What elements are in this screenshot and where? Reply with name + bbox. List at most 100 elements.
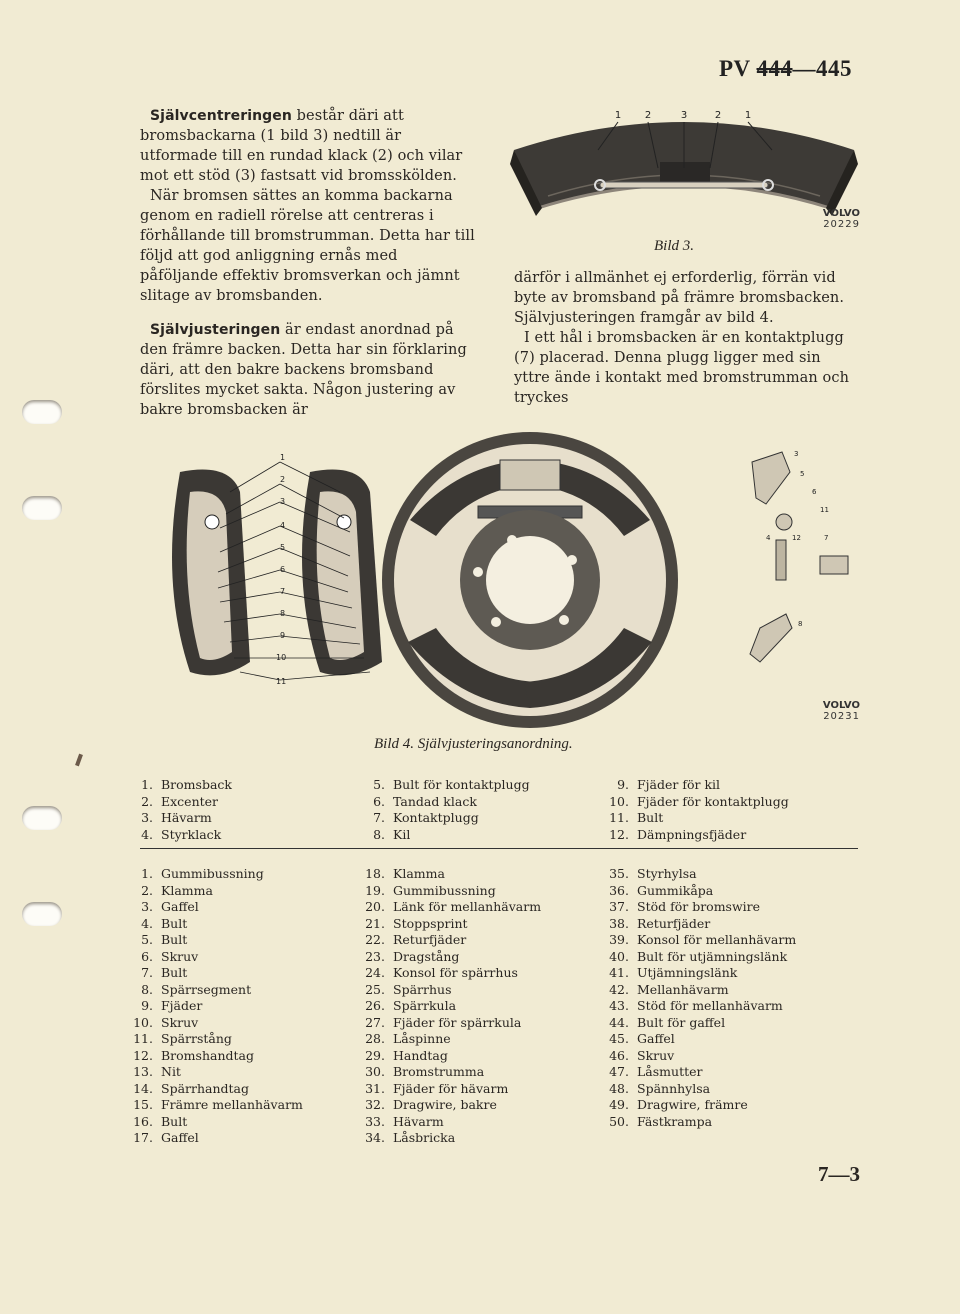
parts-list-label: Styrhylsa — [637, 866, 697, 881]
parts-list-label: Returfjäder — [637, 915, 711, 931]
parts-list-item: 14.Spärrhandtag — [128, 1081, 303, 1098]
parts-list-number: 49. — [609, 1097, 629, 1112]
parts-list-number: 46. — [609, 1047, 629, 1063]
legend-number: 3. — [141, 810, 153, 825]
divider-rule — [140, 848, 858, 849]
parts-list-number: 40. — [609, 948, 629, 964]
parts-list-item: 40.Bult för utjämningslänk — [604, 949, 796, 966]
parts-list-label: Gummibussning — [393, 882, 496, 898]
page-header: PV 444—445 — [719, 56, 852, 82]
callout-label: 7 — [280, 587, 285, 596]
parts-list-label: Handtag — [393, 1047, 448, 1063]
legend-item: 5.Bult för kontaktplugg — [360, 777, 530, 794]
parts-list-label: Fjäder för spärrkula — [393, 1014, 522, 1030]
figure-3-caption: Bild 3. — [654, 238, 694, 254]
margin-mark — [75, 753, 83, 767]
brake-shoes-illustration: 1 2 3 2 1 — [510, 110, 858, 216]
parts-list-number: 35. — [609, 866, 629, 881]
parts-list-item: 24.Konsol för spärrhus — [360, 965, 541, 982]
parts-list-item: 41.Utjämningslänk — [604, 965, 796, 982]
volvo-logo-text: VOLVO — [822, 208, 860, 219]
parts-list-item: 34.Låsbricka — [360, 1130, 541, 1147]
callout-label: 11 — [276, 677, 286, 686]
figure-number: 20231 — [823, 711, 860, 722]
figure-number: 20229 — [823, 219, 860, 230]
parts-list-item: 10.Skruv — [128, 1015, 303, 1032]
callout-label: 4 — [280, 521, 285, 530]
figure-4-legend-col-1: 1.Bromsback 2.Excenter 3.Hävarm 4.Styrkl… — [128, 777, 232, 843]
parts-list-label: Gaffel — [637, 1031, 675, 1046]
parts-list-label: Spärrkula — [393, 998, 457, 1013]
callout-label: 5 — [280, 543, 285, 552]
parts-list-number: 1. — [141, 866, 153, 881]
callout-label: 3 — [280, 497, 285, 506]
legend-label: Bromsback — [161, 777, 232, 792]
parts-list-number: 27. — [365, 1014, 385, 1030]
parts-list-number: 44. — [609, 1014, 629, 1030]
legend-item: 4.Styrklack — [128, 827, 232, 844]
parts-list-label: Låsbricka — [393, 1130, 456, 1145]
paragraph-text: därför i allmänhet ej erforderlig, förrä… — [514, 270, 845, 326]
paragraph-text: består däri att bromsbackarna (1 bild 3)… — [140, 108, 463, 184]
parts-list-label: Konsol för mellanhävarm — [637, 932, 797, 947]
parts-list-item: 30.Bromstrumma — [360, 1064, 541, 1081]
punch-hole — [22, 496, 62, 520]
parts-list-number: 39. — [609, 932, 629, 947]
parts-list-number: 42. — [609, 981, 629, 997]
paragraph-sjalvcentrering: Självcentreringen består däri att bromsb… — [140, 106, 478, 186]
parts-list-number: 20. — [365, 899, 385, 914]
parts-list-item: 2.Klamma — [128, 883, 303, 900]
paragraph-text: I ett hål i bromsbacken är en kontaktplu… — [514, 330, 850, 406]
parts-list-number: 2. — [141, 882, 153, 898]
legend-number: 6. — [373, 793, 385, 809]
legend-number: 12. — [609, 826, 629, 842]
parts-list-number: 48. — [609, 1080, 629, 1096]
parts-list-label: Dragwire, främre — [637, 1097, 748, 1112]
legend-number: 7. — [373, 810, 385, 825]
parts-list-label: Mellanhävarm — [637, 981, 729, 997]
parts-list-label: Klamma — [393, 866, 445, 881]
parts-list-label: Länk för mellanhävarm — [393, 899, 542, 914]
callout-label: 1 — [745, 110, 751, 121]
parts-list-item: 25.Spärrhus — [360, 982, 541, 999]
legend-label: Tandad klack — [393, 793, 477, 809]
figure-4: 1 2 3 4 5 6 7 8 9 10 11 12 — [160, 432, 860, 752]
page-number: 7—3 — [818, 1162, 860, 1186]
legend-number: 1. — [141, 777, 153, 792]
parts-list-item: 12.Bromshandtag — [128, 1048, 303, 1065]
legend-label: Fjäder för kontaktplugg — [637, 793, 789, 809]
parts-list-label: Fjäder — [161, 998, 203, 1013]
parts-list-number: 15. — [133, 1097, 153, 1112]
legend-label: Hävarm — [161, 810, 212, 825]
parts-list-label: Spärrstång — [161, 1031, 232, 1046]
parts-list-item: 49. Dragwire, främre — [604, 1097, 796, 1114]
parts-list-label: Spärrhandtag — [161, 1080, 250, 1096]
callout-label: 6 — [280, 565, 285, 574]
legend-number: 4. — [141, 826, 153, 842]
parts-list-label: Dragwire, bakre — [393, 1097, 497, 1112]
header-prefix: PV — [719, 56, 757, 81]
parts-list-number: 43. — [609, 998, 629, 1013]
parts-list-number: 22. — [365, 932, 385, 947]
callout-label: 9 — [280, 631, 285, 640]
parts-list-label: Bult — [161, 965, 188, 980]
parts-list-item: 16.Bult — [128, 1114, 303, 1131]
parts-list-label: Gummibussning — [161, 866, 264, 881]
legend-number: 10. — [609, 793, 629, 809]
callout-label: 5 — [800, 470, 804, 478]
parts-list-label: Bult — [161, 915, 188, 931]
figure-4-legend-col-3: 9.Fjäder för kil 10.Fjäder för kontaktpl… — [604, 777, 789, 843]
parts-list-label: Bult — [161, 932, 188, 947]
parts-list-label: Spärrsegment — [161, 981, 252, 997]
parts-list-label: Skruv — [637, 1047, 675, 1063]
self-adjusting-mechanism-illustration: 1 2 3 4 5 6 7 8 9 10 11 12 — [172, 432, 849, 728]
parts-list-number: 11. — [133, 1031, 153, 1046]
legend-label: Bult för kontaktplugg — [393, 777, 530, 792]
legend-number: 8. — [373, 826, 385, 842]
legend-label: Bult — [637, 810, 664, 825]
header-struck-number: 444 — [756, 56, 793, 81]
callout-label: 7 — [824, 534, 828, 542]
parts-list-number: 18. — [365, 866, 385, 881]
